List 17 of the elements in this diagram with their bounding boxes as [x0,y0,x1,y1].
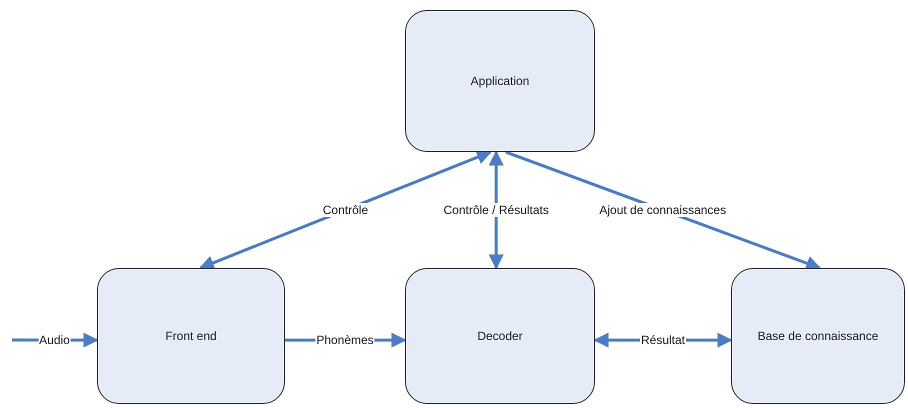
edge-label: Contrôle [322,203,370,217]
process-box [405,268,595,404]
arrow [505,150,822,270]
process-box [731,268,905,404]
edge-label: Ajout de connaissances [598,203,728,217]
edge-label: Audio [38,333,71,348]
process-box [405,10,595,152]
arrow [488,150,504,270]
box-label: Front end [165,328,217,345]
box-label: Application [470,73,530,90]
edge-label: Phonèmes [315,333,375,348]
edge-label: Résultat [640,333,686,348]
arrow [199,150,492,270]
box-label: Decoder [477,328,523,345]
box-label: Base de connaissance [758,328,878,345]
process-box [97,268,285,404]
edge-label: Contrôle / Résultats [442,203,550,217]
